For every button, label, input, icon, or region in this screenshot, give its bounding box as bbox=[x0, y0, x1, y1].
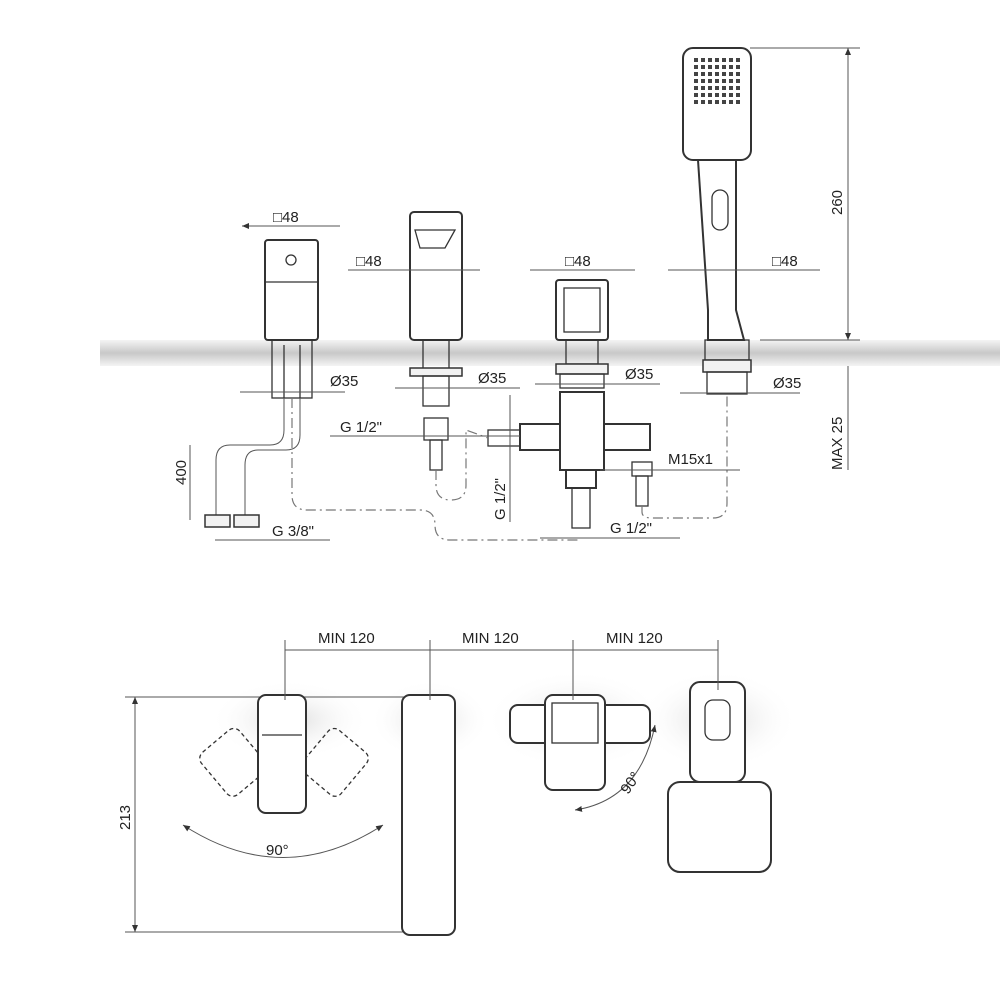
nozzle bbox=[715, 86, 719, 90]
nozzle bbox=[729, 65, 733, 69]
dim-min-120-3: MIN 120 bbox=[606, 630, 663, 647]
nozzle bbox=[729, 58, 733, 62]
dim-dia-35-shower: Ø35 bbox=[773, 375, 801, 392]
dim-square-48-spout: □48 bbox=[356, 253, 382, 270]
dim-m15x1: M15x1 bbox=[668, 451, 713, 468]
dim-width-213: 213 bbox=[117, 805, 134, 830]
nozzle bbox=[736, 65, 740, 69]
dim-hose-400: 400 bbox=[173, 460, 190, 485]
dim-dia-35-spout: Ø35 bbox=[478, 370, 506, 387]
nozzle bbox=[722, 58, 726, 62]
dim-g-three-eighths: G 3/8" bbox=[272, 523, 314, 540]
dim-g-half-diverter: G 1/2" bbox=[610, 520, 652, 537]
dim-angle-90-mixer: 90° bbox=[266, 842, 289, 859]
nozzle bbox=[715, 72, 719, 76]
deck-surface bbox=[100, 340, 1000, 366]
nozzle bbox=[736, 100, 740, 104]
nozzle bbox=[729, 93, 733, 97]
dim-dia-35-diverter: Ø35 bbox=[625, 366, 653, 383]
nozzle bbox=[694, 100, 698, 104]
nozzle bbox=[694, 79, 698, 83]
nozzle bbox=[701, 86, 705, 90]
dimension-lines-top bbox=[189, 47, 860, 541]
nozzle bbox=[722, 65, 726, 69]
nozzle bbox=[708, 79, 712, 83]
nozzle bbox=[701, 79, 705, 83]
dim-g-half-spout: G 1/2" bbox=[340, 419, 382, 436]
spout-side bbox=[409, 211, 463, 471]
nozzle bbox=[722, 93, 726, 97]
dim-dia-35-mixer: Ø35 bbox=[330, 373, 358, 390]
nozzle bbox=[694, 58, 698, 62]
nozzle bbox=[708, 72, 712, 76]
nozzle bbox=[708, 58, 712, 62]
nozzle bbox=[736, 79, 740, 83]
nozzle bbox=[736, 86, 740, 90]
top-view bbox=[125, 640, 798, 936]
nozzle bbox=[694, 65, 698, 69]
nozzle bbox=[701, 72, 705, 76]
dim-min-120-1: MIN 120 bbox=[318, 630, 375, 647]
nozzle bbox=[722, 86, 726, 90]
shower-nozzles bbox=[694, 58, 740, 104]
nozzle bbox=[729, 100, 733, 104]
nozzle bbox=[736, 93, 740, 97]
hoses bbox=[204, 394, 728, 541]
mixer-body-side bbox=[264, 239, 319, 399]
nozzle bbox=[729, 72, 733, 76]
nozzle bbox=[715, 58, 719, 62]
hand-shower-top bbox=[667, 681, 772, 873]
nozzle bbox=[722, 100, 726, 104]
nozzle bbox=[736, 58, 740, 62]
nozzle bbox=[701, 93, 705, 97]
nozzle bbox=[729, 86, 733, 90]
spout-top bbox=[401, 694, 456, 936]
nozzle bbox=[708, 100, 712, 104]
nozzle bbox=[708, 93, 712, 97]
dim-min-120-2: MIN 120 bbox=[462, 630, 519, 647]
nozzle bbox=[694, 86, 698, 90]
nozzle bbox=[715, 93, 719, 97]
dim-square-48-mixer: □48 bbox=[273, 209, 299, 226]
dim-height-260: 260 bbox=[829, 190, 846, 215]
nozzle bbox=[715, 65, 719, 69]
nozzle bbox=[701, 100, 705, 104]
dim-max-25: MAX 25 bbox=[829, 417, 846, 470]
nozzle bbox=[715, 79, 719, 83]
nozzle bbox=[715, 100, 719, 104]
nozzle bbox=[722, 79, 726, 83]
nozzle bbox=[729, 79, 733, 83]
nozzle bbox=[694, 93, 698, 97]
mixer-lever-top bbox=[199, 694, 369, 814]
dim-g-half-vertical: G 1/2" bbox=[492, 478, 509, 520]
nozzle bbox=[694, 72, 698, 76]
nozzle bbox=[708, 65, 712, 69]
dim-square-48-diverter: □48 bbox=[565, 253, 591, 270]
nozzle bbox=[708, 86, 712, 90]
nozzle bbox=[701, 58, 705, 62]
dim-square-48-shower: □48 bbox=[772, 253, 798, 270]
nozzle bbox=[736, 72, 740, 76]
dim-angle-90-diverter: 90° bbox=[617, 769, 644, 797]
nozzle bbox=[701, 65, 705, 69]
diverter-side bbox=[487, 279, 653, 529]
nozzle bbox=[722, 72, 726, 76]
